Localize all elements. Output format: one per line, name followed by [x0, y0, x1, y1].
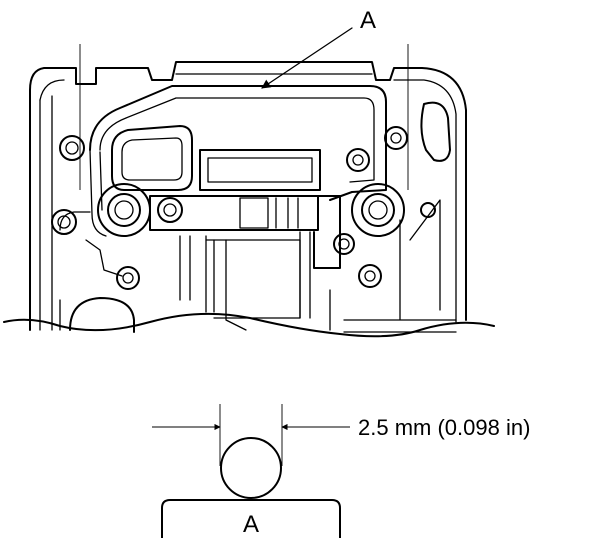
gasket-channel-left [89, 149, 107, 237]
bolt-hole-lower-left [116, 266, 140, 290]
bolt-hole-bracket [333, 233, 355, 255]
bolt-hole-left [51, 209, 77, 235]
upper-chamber [111, 125, 193, 191]
upper-chamber-inner [121, 137, 183, 181]
central-slot-inner [207, 157, 313, 183]
upper-rim [39, 73, 457, 323]
break-line [3, 312, 495, 338]
gasket-channel-outer [89, 85, 387, 201]
lower-passages [179, 231, 311, 331]
casting-view [3, 44, 495, 338]
boss-right-large [351, 183, 405, 237]
right-kidney-slot [420, 101, 451, 162]
cross-rib-slots [239, 197, 299, 229]
bolt-hole-upper-left [59, 135, 85, 161]
right-lower-detail [329, 199, 457, 333]
small-hole-right [420, 202, 436, 218]
left-wall [39, 95, 53, 331]
groove-outline [161, 499, 341, 538]
cross-rib [149, 195, 319, 231]
bolt-hole-center-left [157, 197, 183, 223]
housing-outline [29, 61, 467, 331]
lower-cylinder [69, 297, 135, 333]
dimension-value: 2.5 mm (0.098 in) [358, 415, 530, 440]
section-detail: A 2.5 mm (0.098 in) [152, 404, 530, 538]
bolt-hole-right-top [384, 126, 408, 150]
section-label-a: A [243, 511, 259, 538]
boss-left-large [97, 183, 151, 237]
bolt-hole-upper-right [346, 148, 370, 172]
lower-pocket [205, 239, 301, 319]
callout-label-a: A [360, 7, 376, 34]
central-slot [199, 149, 321, 191]
gasket-channel-inner [99, 97, 375, 183]
bolt-hole-lower-right [358, 264, 382, 288]
callout-leader [261, 27, 353, 89]
right-bracket [311, 195, 341, 269]
left-lower-chamber [59, 211, 123, 331]
gasket-cross-section [220, 437, 282, 499]
